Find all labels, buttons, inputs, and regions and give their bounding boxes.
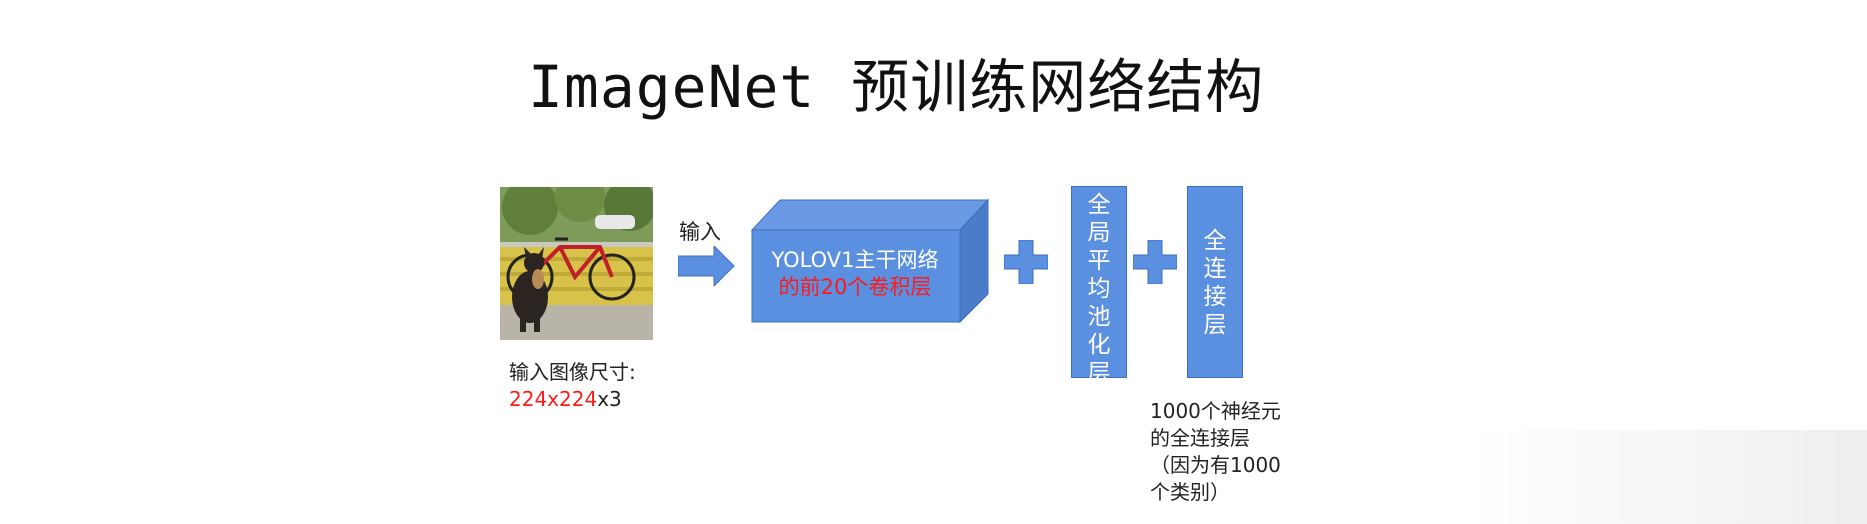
input-size-label: 输入图像尺寸:: [509, 360, 636, 384]
background-fade: [1470, 430, 1867, 524]
fc-caption: 1000个神经元 的全连接层 （因为有1000 个类别）: [1150, 398, 1281, 506]
input-size-value: 224x224x3: [509, 386, 636, 413]
plus-icon: [1004, 240, 1048, 284]
input-label: 输入: [679, 220, 721, 244]
global-avg-pool-label: 全局平均池化层: [1087, 192, 1111, 386]
fc-caption-line4: 个类别）: [1150, 480, 1230, 504]
input-size-dims-red: 224x224: [509, 387, 598, 411]
global-avg-pool-layer: 全局平均池化层: [1071, 186, 1127, 386]
backbone-label-line1: YOLOV1主干网络: [771, 248, 939, 272]
fc-caption-line2: 的全连接层: [1150, 426, 1250, 450]
input-image: [500, 187, 653, 340]
fully-connected-layer: 全连接层: [1187, 186, 1243, 378]
page-title: ImageNet 预训练网络结构: [528, 53, 1265, 121]
fc-caption-line3: （因为有1000: [1150, 453, 1281, 477]
backbone-label: YOLOV1主干网络 的前20个卷积层: [752, 247, 958, 301]
input-size-caption: 输入图像尺寸: 224x224x3: [509, 359, 636, 413]
fc-caption-line1: 1000个神经元: [1150, 399, 1281, 423]
fully-connected-label: 全连接层: [1203, 228, 1227, 338]
plus-icon: [1133, 240, 1177, 284]
backbone-block: [750, 198, 990, 324]
right-arrow-icon: [678, 246, 735, 286]
backbone-label-line2: 的前20个卷积层: [778, 275, 932, 299]
input-size-dims-rest: x3: [597, 387, 622, 411]
